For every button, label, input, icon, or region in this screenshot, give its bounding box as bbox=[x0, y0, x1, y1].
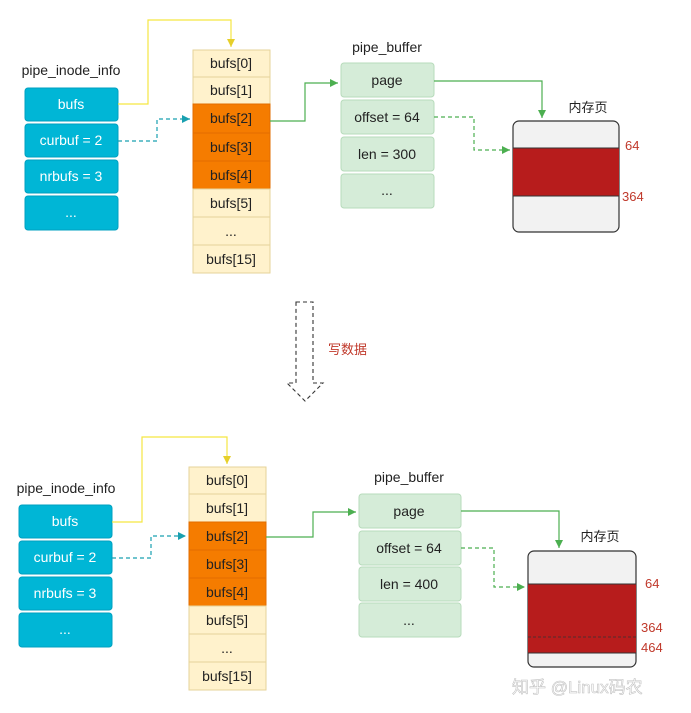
bottom-curbuf-pointer-line bbox=[112, 532, 186, 559]
top-bufs-pointer-line bbox=[118, 19, 235, 105]
down-arrow-icon bbox=[285, 301, 325, 402]
bottom-page-label: 364 bbox=[641, 620, 663, 635]
top-buf-label: ... bbox=[225, 223, 237, 239]
transition: 写数据 bbox=[285, 301, 367, 402]
bottom-inode-title: pipe_inode_info bbox=[17, 480, 116, 496]
top-inode-row-label: curbuf = 2 bbox=[40, 132, 103, 148]
bottom-buf-cell bbox=[188, 661, 267, 691]
bottom-buf-label: ... bbox=[221, 640, 233, 656]
top-buf-cell-active bbox=[192, 132, 271, 162]
bottom-buf-cell-active bbox=[188, 577, 267, 607]
top-buf-label: bufs[15] bbox=[206, 251, 256, 267]
bottom-pb-row bbox=[358, 602, 462, 638]
bottom-page-title: 内存页 bbox=[580, 529, 619, 544]
bottom-bufs-pointer-line bbox=[112, 436, 231, 523]
bottom-buf-cell bbox=[188, 633, 267, 663]
bottom-buf-label: bufs[4] bbox=[206, 584, 248, 600]
bottom-pipe-buffer-struct: page offset = 64 len = 400 ... bbox=[358, 493, 462, 638]
top-buf-cell bbox=[192, 49, 271, 78]
bottom-pb-title: pipe_buffer bbox=[374, 469, 444, 485]
bottom-buf-label: bufs[2] bbox=[206, 528, 248, 544]
top-inode-row bbox=[24, 195, 119, 231]
bottom-bufs-array: bufs[0] bufs[1] bufs[2] bufs[3] bufs[4] … bbox=[188, 466, 267, 691]
bottom-pb-label: len = 400 bbox=[380, 576, 438, 592]
top-page-used-region bbox=[513, 148, 619, 196]
top-buf-label: bufs[1] bbox=[210, 82, 252, 98]
top-page-label: 364 bbox=[622, 189, 644, 204]
top-inode-row-label: nrbufs = 3 bbox=[40, 168, 103, 184]
bottom-buf-label: bufs[0] bbox=[206, 472, 248, 488]
top-pb-title: pipe_buffer bbox=[352, 39, 422, 55]
bottom-inode-row bbox=[18, 576, 113, 611]
bottom-pb-label: ... bbox=[403, 612, 415, 628]
bottom-section: pipe_inode_info bufs curbuf = 2 nrbufs =… bbox=[17, 436, 663, 691]
bottom-inode-row-label: curbuf = 2 bbox=[34, 549, 97, 565]
bottom-offset-pointer-line bbox=[461, 547, 525, 591]
bottom-inode-row-label: nrbufs = 3 bbox=[34, 585, 97, 601]
bottom-inode-struct: bufs curbuf = 2 nrbufs = 3 ... bbox=[18, 504, 113, 648]
top-buf-cell bbox=[192, 244, 271, 274]
top-memory-page: 64 364 bbox=[512, 120, 644, 233]
bottom-buf-cell-active bbox=[188, 549, 267, 579]
top-page-title: 内存页 bbox=[568, 100, 607, 115]
bottom-buf-label: bufs[5] bbox=[206, 612, 248, 628]
bottom-buf-cell bbox=[188, 493, 267, 523]
top-inode-row bbox=[24, 159, 119, 194]
bottom-buf-label: bufs[15] bbox=[202, 668, 252, 684]
bottom-page-label: 464 bbox=[641, 640, 663, 655]
top-pb-label: ... bbox=[381, 182, 393, 198]
top-buf-to-pb-line bbox=[270, 79, 338, 122]
bottom-buf-label: bufs[3] bbox=[206, 556, 248, 572]
top-buf-label: bufs[3] bbox=[210, 139, 252, 155]
top-inode-row-label: ... bbox=[65, 204, 77, 220]
top-buf-cell bbox=[192, 216, 271, 246]
bottom-pb-label: offset = 64 bbox=[376, 540, 442, 556]
top-pipe-buffer-struct: page offset = 64 len = 300 ... bbox=[340, 62, 435, 209]
top-pb-label: len = 300 bbox=[358, 146, 416, 162]
bottom-buf-cell-active bbox=[188, 521, 267, 551]
top-curbuf-pointer-line bbox=[118, 115, 190, 142]
top-offset-pointer-line bbox=[434, 116, 510, 154]
bottom-inode-row-label: ... bbox=[59, 621, 71, 637]
top-section: pipe_inode_info bufs curbuf = 2 nrbufs =… bbox=[22, 19, 644, 274]
top-pb-row bbox=[340, 136, 435, 172]
top-buf-cell bbox=[192, 76, 271, 105]
top-buf-label: bufs[2] bbox=[210, 110, 252, 126]
top-pb-label: offset = 64 bbox=[354, 109, 420, 125]
top-pb-label: page bbox=[371, 72, 402, 88]
bottom-inode-row-label: bufs bbox=[52, 513, 78, 529]
bottom-pb-row bbox=[358, 566, 462, 602]
transition-label: 写数据 bbox=[328, 342, 367, 357]
bottom-buf-label: bufs[1] bbox=[206, 500, 248, 516]
top-buf-label: bufs[5] bbox=[210, 195, 252, 211]
bottom-memory-page: 64 364 464 bbox=[527, 550, 663, 668]
bottom-page-pointer-line bbox=[461, 510, 563, 548]
top-inode-title: pipe_inode_info bbox=[22, 62, 121, 78]
top-page-label: 64 bbox=[625, 138, 639, 153]
top-inode-struct: bufs curbuf = 2 nrbufs = 3 ... bbox=[24, 87, 119, 231]
bottom-page-used-region bbox=[528, 584, 636, 653]
bottom-buf-cell bbox=[188, 466, 267, 495]
watermark: 知乎 @Linux码农 bbox=[512, 678, 643, 697]
bottom-page-label: 64 bbox=[645, 576, 659, 591]
top-bufs-array: bufs[0] bufs[1] bufs[2] bufs[3] bufs[4] … bbox=[192, 49, 271, 274]
top-buf-label: bufs[0] bbox=[210, 55, 252, 71]
top-buf-label: bufs[4] bbox=[210, 167, 252, 183]
top-pb-row bbox=[340, 62, 435, 98]
bottom-inode-row bbox=[18, 612, 113, 648]
bottom-pb-label: page bbox=[393, 503, 424, 519]
top-inode-row-label: bufs bbox=[58, 96, 84, 112]
bottom-buf-to-pb-line bbox=[266, 508, 356, 538]
top-page-pointer-line bbox=[434, 80, 546, 118]
bottom-buf-cell bbox=[188, 605, 267, 635]
top-pb-row bbox=[340, 173, 435, 209]
